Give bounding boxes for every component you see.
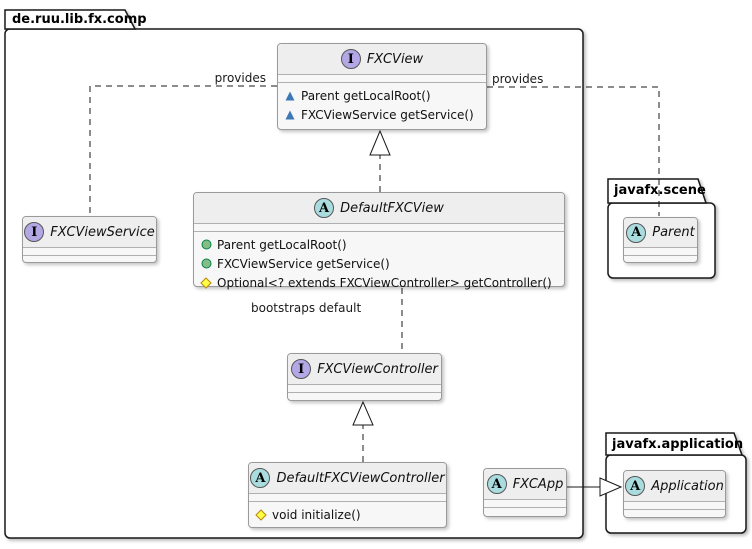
class-defaultfxcviewcontroller-title: A DefaultFXCViewController bbox=[249, 463, 446, 494]
class-fxcview: I FXCView Parent getLocalRoot() FXCViewS… bbox=[277, 43, 487, 130]
class-fxcviewservice: I FXCViewService bbox=[22, 216, 157, 263]
methods-compartment: void initialize() bbox=[249, 502, 446, 524]
class-fxcapp: A FXCApp bbox=[483, 468, 567, 517]
package-private-visibility-icon bbox=[284, 91, 296, 101]
method-row: FXCViewService getService() bbox=[194, 254, 564, 273]
edge-label-provides-parent: provides bbox=[492, 72, 544, 86]
fields-compartment bbox=[288, 385, 441, 393]
methods-compartment-empty bbox=[624, 256, 697, 264]
extension-triangle-icon bbox=[599, 477, 623, 497]
method-label: FXCViewService getService() bbox=[217, 256, 390, 271]
method-label: Parent getLocalRoot() bbox=[217, 237, 347, 252]
class-name: DefaultFXCViewController bbox=[276, 470, 445, 486]
method-row: Parent getLocalRoot() bbox=[194, 235, 564, 254]
class-fxcviewcontroller: I FXCViewController bbox=[287, 353, 442, 401]
class-application-title: A Application bbox=[624, 471, 725, 502]
method-row: Optional<? extends FXCViewController> ge… bbox=[194, 273, 564, 292]
class-defaultfxcviewcontroller: A DefaultFXCViewController void initiali… bbox=[248, 462, 447, 528]
class-fxcviewcontroller-title: I FXCViewController bbox=[288, 354, 441, 385]
fields-compartment bbox=[624, 248, 697, 256]
class-defaultfxcview: A DefaultFXCView Parent getLocalRoot() F… bbox=[193, 192, 565, 290]
class-parent: A Parent bbox=[623, 217, 698, 263]
abstract-icon: A bbox=[314, 198, 335, 218]
method-label: FXCViewService getService() bbox=[301, 107, 474, 122]
package-private-visibility-icon bbox=[284, 110, 296, 120]
method-label: Parent getLocalRoot() bbox=[301, 88, 431, 103]
fields-compartment bbox=[624, 502, 725, 510]
public-visibility-icon bbox=[200, 258, 212, 269]
methods-compartment: Parent getLocalRoot() FXCViewService get… bbox=[278, 83, 486, 124]
method-label: void initialize() bbox=[272, 507, 361, 522]
interface-icon: I bbox=[340, 49, 361, 69]
edge-label-provides-service: provides bbox=[214, 71, 266, 85]
interface-icon: I bbox=[24, 222, 45, 242]
class-name: FXCViewService bbox=[50, 224, 155, 240]
class-name: Application bbox=[651, 478, 724, 494]
class-name: DefaultFXCView bbox=[340, 200, 444, 216]
abstract-icon: A bbox=[626, 222, 647, 243]
class-name: FXCView bbox=[366, 51, 424, 67]
package-scene-label: javafx.scene bbox=[614, 183, 706, 198]
realization-triangle-icon bbox=[369, 129, 391, 156]
abstract-icon: A bbox=[250, 468, 271, 488]
package-application-label: javafx.application bbox=[612, 437, 744, 452]
public-visibility-icon bbox=[200, 239, 212, 250]
abstract-icon: A bbox=[486, 474, 507, 494]
protected-visibility-icon bbox=[255, 508, 267, 521]
class-defaultfxcview-title: A DefaultFXCView bbox=[194, 193, 564, 224]
class-application: A Application bbox=[623, 470, 726, 518]
method-row: FXCViewService getService() bbox=[278, 105, 486, 124]
methods-compartment-empty bbox=[23, 256, 156, 264]
class-name: FXCViewController bbox=[317, 361, 438, 377]
package-main-label: de.ruu.lib.fx.comp bbox=[12, 12, 147, 27]
methods-compartment-empty bbox=[288, 393, 441, 401]
methods-compartment: Parent getLocalRoot() FXCViewService get… bbox=[194, 232, 564, 292]
fields-compartment bbox=[484, 500, 566, 508]
methods-compartment-empty bbox=[484, 508, 566, 516]
class-fxcview-title: I FXCView bbox=[278, 44, 486, 75]
class-parent-title: A Parent bbox=[624, 218, 697, 248]
realization-triangle-icon bbox=[352, 400, 374, 426]
fields-compartment bbox=[249, 494, 446, 502]
class-fxcviewservice-title: I FXCViewService bbox=[23, 217, 156, 248]
edge-label-bootstraps-default: bootstraps default bbox=[251, 301, 362, 315]
method-label: Optional<? extends FXCViewController> ge… bbox=[217, 275, 552, 290]
methods-compartment-empty bbox=[624, 510, 725, 518]
interface-icon: I bbox=[291, 359, 312, 379]
class-name: Parent bbox=[652, 225, 695, 240]
protected-visibility-icon bbox=[200, 276, 212, 289]
fields-compartment bbox=[23, 248, 156, 256]
fields-compartment bbox=[278, 75, 486, 83]
method-row: void initialize() bbox=[249, 505, 446, 524]
class-name: FXCApp bbox=[512, 476, 564, 492]
fields-compartment bbox=[194, 224, 564, 232]
method-row: Parent getLocalRoot() bbox=[278, 86, 486, 105]
class-fxcapp-title: A FXCApp bbox=[484, 469, 566, 500]
abstract-icon: A bbox=[625, 476, 646, 496]
